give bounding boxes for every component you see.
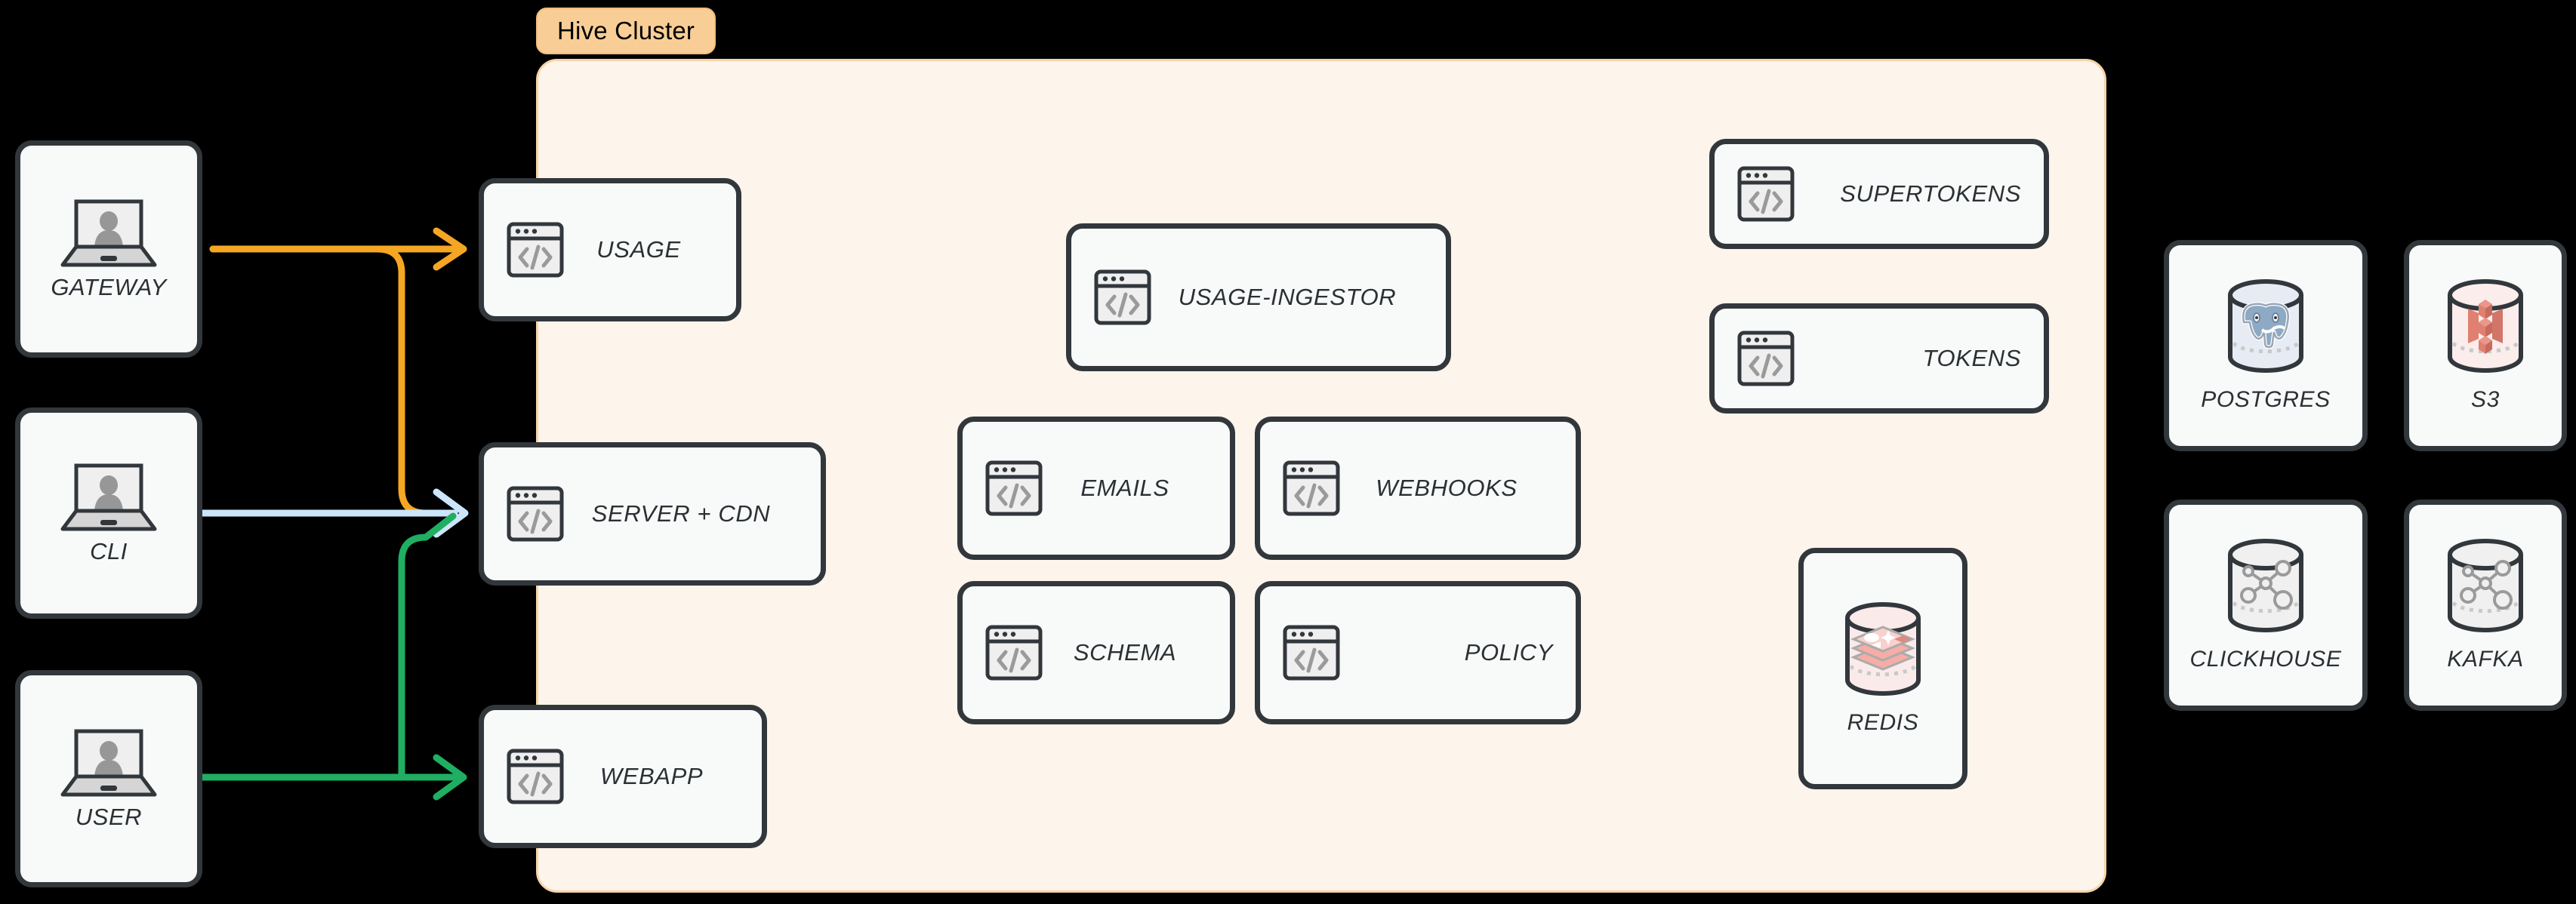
service-node-supertokens[interactable]: SUPERTOKENS bbox=[1709, 139, 2049, 249]
store-label: KAFKA bbox=[2447, 647, 2524, 672]
client-label: GATEWAY bbox=[51, 274, 167, 300]
laptop-user-icon bbox=[60, 197, 158, 269]
client-label: USER bbox=[75, 804, 143, 830]
code-window-icon bbox=[1283, 460, 1340, 516]
laptop-user-icon bbox=[60, 461, 158, 533]
service-label: POLICY bbox=[1464, 639, 1553, 666]
code-window-icon bbox=[1094, 269, 1151, 325]
code-window-icon bbox=[1737, 331, 1795, 386]
client-node-cli[interactable]: CLI bbox=[15, 407, 202, 619]
service-node-webapp[interactable]: WEBAPP bbox=[479, 705, 767, 848]
code-window-icon bbox=[1283, 625, 1340, 681]
edge-user-to-server-cdn bbox=[398, 512, 457, 781]
client-node-user[interactable]: USER bbox=[15, 670, 202, 887]
kafka-cylinder-icon bbox=[2435, 538, 2536, 635]
service-label: SERVER + CDN bbox=[591, 500, 771, 527]
service-label: TOKENS bbox=[1922, 345, 2021, 371]
store-label: POSTGRES bbox=[2201, 387, 2331, 412]
s3-cylinder-icon bbox=[2435, 278, 2536, 375]
code-window-icon bbox=[507, 222, 564, 278]
laptop-user-icon bbox=[60, 727, 158, 799]
service-label: EMAILS bbox=[1080, 475, 1169, 501]
service-node-emails[interactable]: EMAILS bbox=[957, 417, 1235, 560]
edge-cli-to-server-cdn bbox=[199, 488, 469, 538]
hive-cluster-badge: Hive Cluster bbox=[536, 8, 716, 54]
client-label: CLI bbox=[90, 538, 128, 564]
code-window-icon bbox=[507, 486, 564, 542]
service-label: WEBAPP bbox=[599, 763, 704, 789]
service-label: SCHEMA bbox=[1073, 639, 1177, 666]
service-node-usage-ingestor[interactable]: USAGE-INGESTOR bbox=[1066, 223, 1451, 371]
store-node-kafka[interactable]: KAFKA bbox=[2404, 500, 2567, 711]
store-node-clickhouse[interactable]: CLICKHOUSE bbox=[2164, 500, 2368, 711]
service-node-tokens[interactable]: TOKENS bbox=[1709, 303, 2049, 414]
store-label: REDIS bbox=[1847, 710, 1919, 735]
store-label: S3 bbox=[2471, 387, 2500, 412]
clickhouse-cylinder-icon bbox=[2215, 538, 2316, 635]
code-window-icon bbox=[985, 460, 1043, 516]
service-label: WEBHOOKS bbox=[1376, 475, 1518, 501]
service-node-policy[interactable]: POLICY bbox=[1255, 581, 1581, 724]
code-window-icon bbox=[1737, 166, 1795, 222]
store-label: CLICKHOUSE bbox=[2189, 647, 2342, 672]
code-window-icon bbox=[507, 749, 564, 804]
code-window-icon bbox=[985, 625, 1043, 681]
service-label: SUPERTOKENS bbox=[1840, 180, 2021, 207]
service-node-server-cdn[interactable]: SERVER + CDN bbox=[479, 442, 826, 586]
store-node-postgres[interactable]: POSTGRES bbox=[2164, 240, 2368, 451]
postgres-cylinder-icon bbox=[2215, 278, 2316, 375]
edge-user-to-webapp bbox=[199, 743, 467, 801]
service-label: USAGE bbox=[596, 236, 681, 263]
store-node-redis[interactable]: REDIS bbox=[1798, 548, 1967, 789]
service-node-schema[interactable]: SCHEMA bbox=[957, 581, 1235, 724]
store-node-s3[interactable]: S3 bbox=[2404, 240, 2567, 451]
edge-gateway-to-server-cdn bbox=[209, 245, 454, 517]
service-node-usage[interactable]: USAGE bbox=[479, 178, 741, 321]
client-node-gateway[interactable]: GATEWAY bbox=[15, 140, 202, 358]
service-node-webhooks[interactable]: WEBHOOKS bbox=[1255, 417, 1581, 560]
service-label: USAGE-INGESTOR bbox=[1178, 284, 1397, 310]
redis-cylinder-icon bbox=[1832, 601, 1934, 698]
